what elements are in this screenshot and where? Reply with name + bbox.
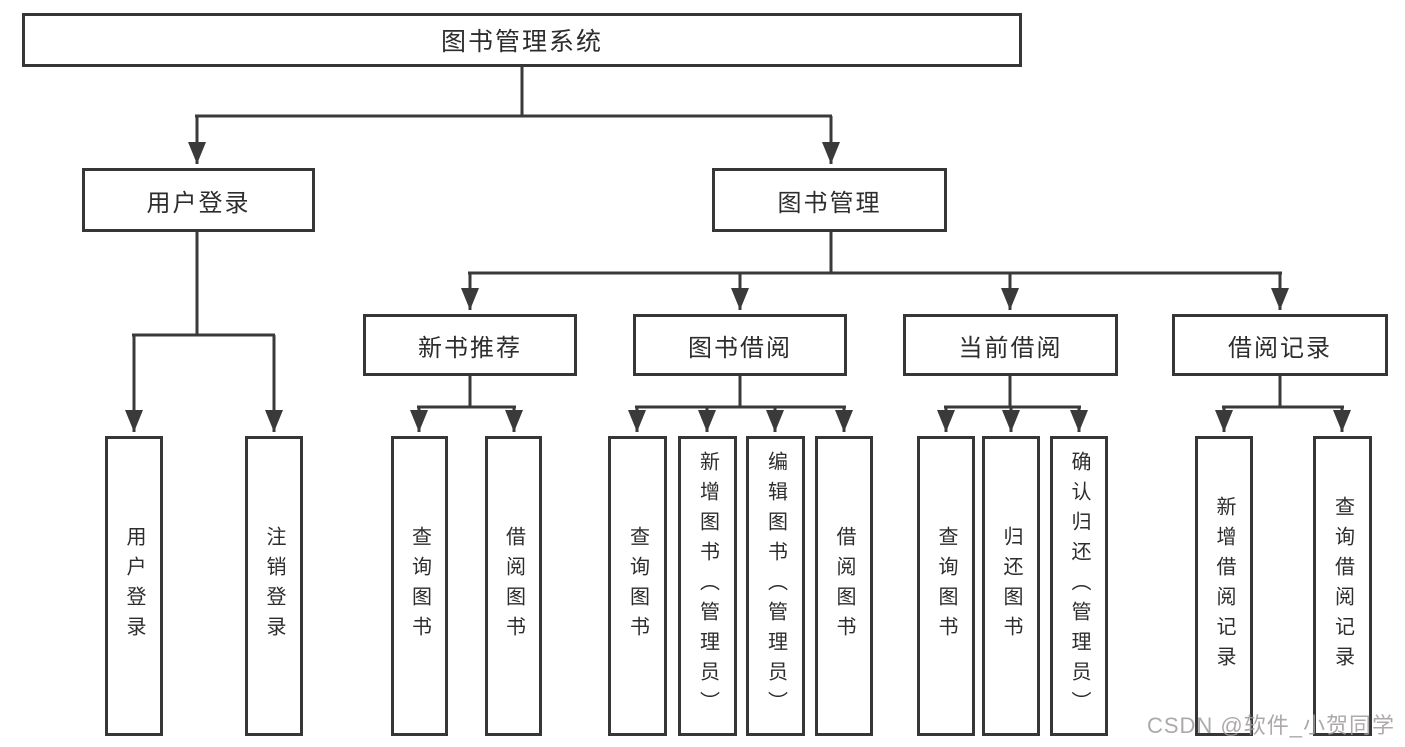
- leaf-confirm-return-admin: 确认归还（管理员）: [1050, 436, 1108, 736]
- leaf-borrow-books: 借阅图书: [815, 436, 873, 736]
- leaf-add-borrow-record: 新增借阅记录: [1195, 436, 1253, 736]
- edges-records-to-leaves: [1215, 376, 1351, 432]
- leaf-label: 归还图书: [1000, 526, 1022, 646]
- edges-user-login-to-leaves: [125, 232, 283, 432]
- node-label: 图书借阅: [688, 334, 792, 362]
- edges-current-to-leaves: [937, 376, 1088, 432]
- node-borrow-records: 借阅记录: [1172, 314, 1388, 376]
- node-label: 图书管理: [777, 189, 882, 217]
- leaf-recommend-borrow-books: 借阅图书: [485, 436, 542, 736]
- leaf-label: 查询图书: [935, 526, 957, 646]
- edges-root-to-level2: [188, 67, 840, 164]
- leaf-logout: 注销登录: [245, 436, 303, 736]
- leaf-borrow-query-books: 查询图书: [608, 436, 667, 736]
- leaf-label: 新增借阅记录: [1213, 496, 1235, 676]
- node-label: 当前借阅: [958, 334, 1063, 362]
- node-book-borrow: 图书借阅: [633, 314, 847, 376]
- leaf-label: 编辑图书（管理员）: [764, 451, 787, 721]
- leaf-current-query-books: 查询图书: [917, 436, 975, 736]
- leaf-label: 查询图书: [408, 526, 431, 646]
- leaf-label: 借阅图书: [502, 526, 525, 646]
- edges-recommend-to-leaves: [410, 376, 523, 432]
- node-label: 借阅记录: [1228, 334, 1332, 362]
- leaf-label: 用户登录: [123, 526, 145, 646]
- leaf-recommend-query-books: 查询图书: [391, 436, 448, 736]
- leaf-edit-books-admin: 编辑图书（管理员）: [746, 436, 805, 736]
- leaf-return-books: 归还图书: [982, 436, 1040, 736]
- edges-borrow-to-leaves: [628, 376, 853, 432]
- leaf-label: 借阅图书: [833, 526, 855, 646]
- leaf-user-login: 用户登录: [105, 436, 163, 736]
- node-user-login: 用户登录: [82, 168, 315, 232]
- node-label: 新书推荐: [418, 334, 522, 362]
- leaf-label: 新增图书（管理员）: [696, 451, 719, 721]
- leaf-label: 确认归还（管理员）: [1068, 451, 1090, 721]
- node-book-management: 图书管理: [712, 168, 947, 232]
- node-root-library-system: 图书管理系统: [22, 13, 1022, 67]
- leaf-query-borrow-record: 查询借阅记录: [1313, 436, 1372, 736]
- node-label: 用户登录: [146, 189, 251, 217]
- leaf-label: 查询图书: [626, 526, 649, 646]
- node-current-borrow: 当前借阅: [903, 314, 1118, 376]
- edges-book-management-to-level3: [461, 232, 1289, 310]
- node-label: 图书管理系统: [440, 28, 603, 56]
- node-new-book-recommend: 新书推荐: [363, 314, 577, 376]
- csdn-watermark: CSDN @软件_小贺同学: [1146, 713, 1395, 738]
- leaf-label: 注销登录: [263, 526, 285, 646]
- leaf-label: 查询借阅记录: [1331, 496, 1354, 676]
- leaf-add-books-admin: 新增图书（管理员）: [678, 436, 737, 736]
